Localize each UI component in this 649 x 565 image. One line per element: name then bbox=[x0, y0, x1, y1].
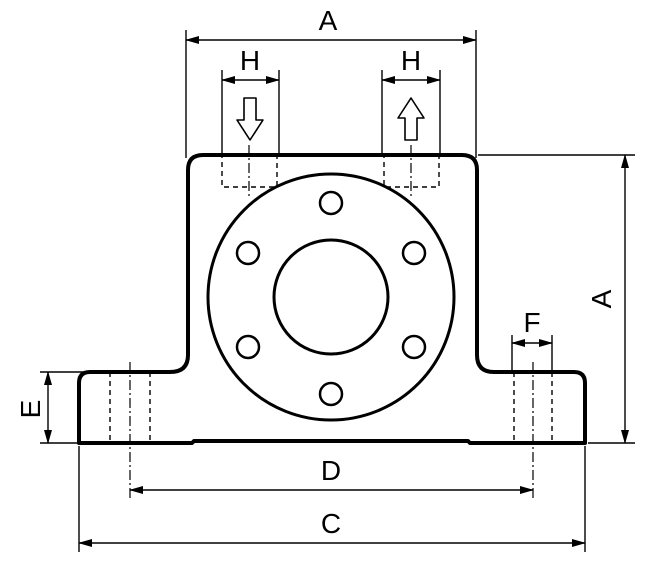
housing-outline bbox=[77, 153, 587, 445]
dimension-label-h-right: H bbox=[401, 45, 421, 76]
bolt-hole bbox=[401, 334, 427, 360]
bearing-bore bbox=[272, 238, 390, 356]
inlet-port bbox=[221, 145, 278, 198]
right-bolt-hole bbox=[513, 362, 553, 498]
up-arrow-icon bbox=[397, 97, 425, 141]
bolt-hole bbox=[401, 240, 427, 266]
left-bolt-hole bbox=[109, 362, 151, 498]
bolt-hole bbox=[235, 334, 261, 360]
bolt-hole bbox=[235, 240, 261, 266]
dimension-height-right: A bbox=[478, 154, 635, 444]
dimension-label-a-right: A bbox=[586, 289, 617, 308]
bolt-hole bbox=[318, 381, 344, 407]
dimension-bolt-spacing: D bbox=[129, 455, 534, 494]
dimension-port-right: H bbox=[381, 45, 441, 155]
dimension-label-c: C bbox=[321, 508, 341, 539]
dimension-label-f: F bbox=[523, 307, 540, 338]
dimension-port-left: H bbox=[221, 45, 280, 155]
dimension-label-e: E bbox=[15, 400, 46, 419]
dimension-foot-height: E bbox=[15, 371, 88, 444]
dimension-label-h-left: H bbox=[240, 45, 260, 76]
bolt-circle bbox=[235, 190, 427, 407]
dimension-label-d: D bbox=[321, 455, 341, 486]
down-arrow-icon bbox=[236, 97, 264, 141]
dimension-top-width: A bbox=[185, 5, 477, 158]
bolt-hole bbox=[318, 190, 344, 216]
outlet-port bbox=[383, 145, 440, 198]
dimension-overall-length: C bbox=[78, 446, 586, 552]
dimension-bolt-hole-width: F bbox=[511, 307, 553, 372]
dimension-label-a-top: A bbox=[319, 5, 338, 36]
